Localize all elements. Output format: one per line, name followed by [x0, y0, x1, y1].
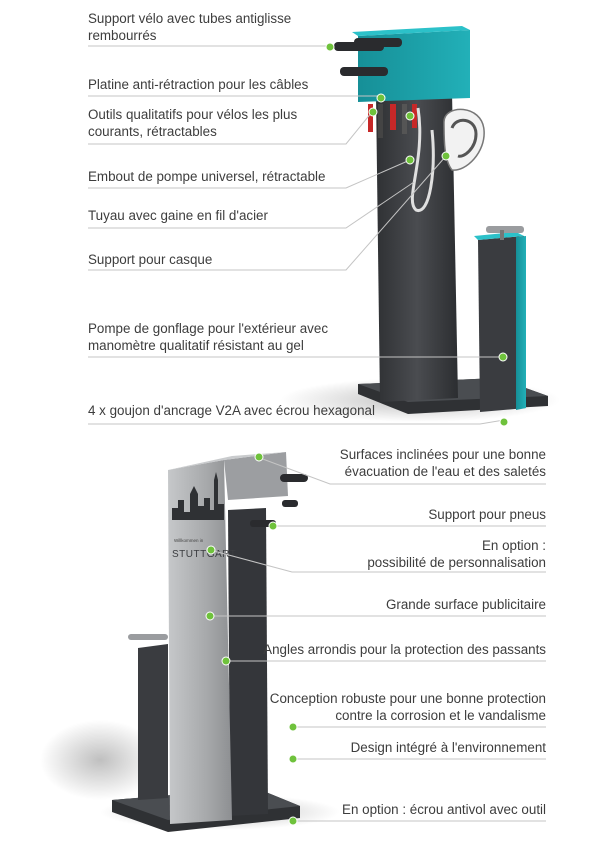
callout-advertising-surface: Grande surface publicitaire [385, 597, 546, 612]
callout-steel-hose: Tuyau avec gaine en fil d'acier [88, 208, 268, 223]
callout-cable-plate: Platine anti-rétraction pour les câbles [88, 77, 309, 92]
callout-personalisation: En option : possibilité de personnalisat… [367, 538, 546, 570]
helmet [443, 108, 485, 171]
callout-markers [205, 42, 509, 826]
callout-anchor-bolts: 4 x goujon d'ancrage V2A avec écrou hexa… [88, 403, 375, 418]
callout-robust-design: Conception robuste pour une bonne protec… [269, 691, 546, 723]
pump-hose [410, 107, 435, 212]
sign-small-text: Willkommen in [174, 538, 204, 543]
callout-tools: Outils qualitatifs pour vélos les plus c… [88, 107, 298, 139]
callout-helmet-holder: Support pour casque [88, 252, 213, 267]
city-skyline-graphic [172, 472, 224, 520]
callout-antitheft-nut: En option : écrou antivol avec outil [342, 802, 546, 817]
advertising-panel [168, 460, 232, 824]
bottom-leader-lines [209, 457, 546, 822]
sign-city-name: STUTTGART [172, 549, 236, 560]
teal-tool-housing [358, 30, 470, 102]
callout-inflation-pump: Pompe de gonflage pour l'extérieur avec … [88, 321, 329, 353]
top-leader-lines [88, 45, 505, 425]
callout-rounded-corners: Angles arrondis pour la protection des p… [263, 642, 546, 657]
top-repair-station [280, 26, 560, 422]
callout-integrated-design: Design intégré à l'environnement [350, 740, 546, 755]
callout-inclined-surfaces: Surfaces inclinées pour une bonne évacua… [339, 447, 546, 479]
callout-pump-nozzle: Embout de pompe universel, rétractable [88, 169, 326, 184]
inflation-pump [478, 236, 526, 412]
bottom-repair-station: Willkommen in STUTTGART [40, 452, 340, 832]
callout-bike-holder: Support vélo avec tubes antiglisse rembo… [88, 11, 292, 43]
callout-tire-holder: Support pour pneus [428, 507, 546, 522]
